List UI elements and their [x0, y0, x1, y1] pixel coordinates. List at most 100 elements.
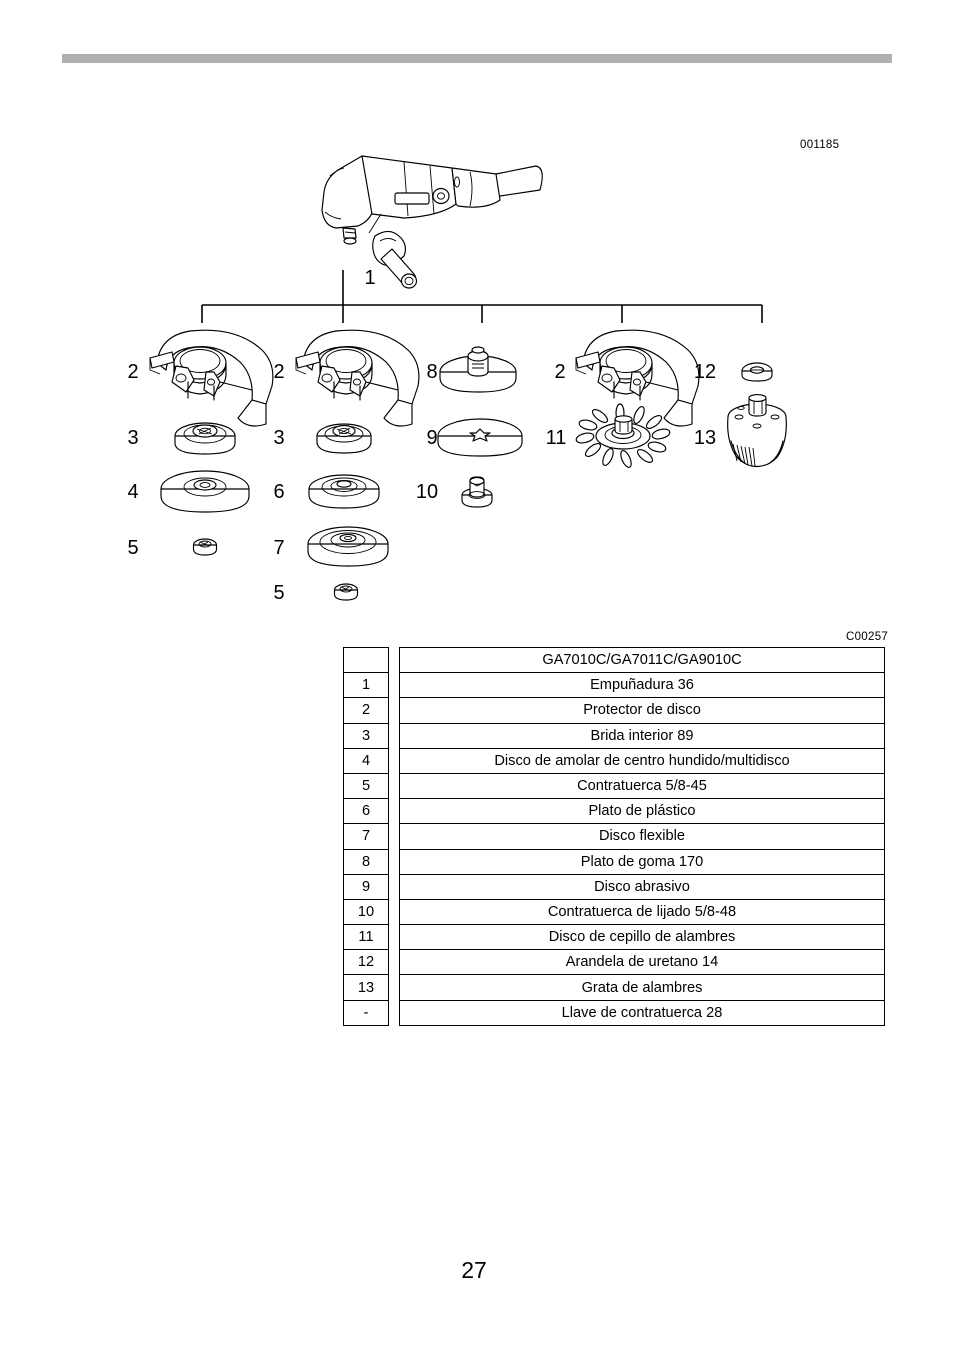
diagram-svg: .ln { fill:none; stroke:#000; stroke-wid… — [149, 155, 787, 601]
table-reference-code: C00257 — [846, 631, 889, 643]
header-model-cell: GA7010C/GA7011C/GA9010C — [399, 646, 885, 674]
header-rule — [62, 54, 892, 63]
table-header-row: GA7010C/GA7011C/GA9010C — [343, 646, 885, 674]
row-number: 10 — [343, 898, 389, 926]
table-spacer-cell — [388, 924, 400, 950]
callout-12-urethane-washer: 12 — [693, 361, 717, 383]
table-row: 4 Disco de amolar de centro hundido/mult… — [343, 747, 885, 774]
callout-5-lock-nut-b: 5 — [273, 582, 285, 604]
table-spacer-cell — [388, 949, 400, 975]
table-row: 8 Plato de goma 170 — [343, 848, 885, 875]
row-number: - — [343, 999, 389, 1026]
row-label: Empuñadura 36 — [399, 672, 885, 699]
table-spacer-cell — [388, 798, 400, 824]
part-wire-wheel-brush — [575, 403, 671, 468]
header-number-cell — [343, 646, 389, 674]
row-label: Contratuerca de lijado 5/8-48 — [399, 898, 885, 926]
callout-4-grinding-wheel: 4 — [127, 481, 139, 503]
part-flexible-disc — [307, 526, 389, 567]
parts-column-cup-brush — [727, 362, 787, 468]
row-label: Contratuerca 5/8-45 — [399, 772, 885, 800]
row-number: 6 — [343, 798, 389, 825]
row-label: Llave de contratuerca 28 — [399, 999, 885, 1026]
callout-11-wire-wheel: 11 — [545, 427, 567, 449]
parts-column-wire-wheel — [575, 329, 700, 468]
table-row: 7 Disco flexible — [343, 823, 885, 850]
parts-column-sanding — [437, 346, 523, 508]
row-number: 4 — [343, 747, 389, 774]
row-label: Brida interior 89 — [399, 722, 885, 749]
callout-10-sanding-lock-nut: 10 — [415, 481, 439, 503]
callout-2-guard-c: 2 — [554, 361, 566, 383]
table-row: 1 Empuñadura 36 — [343, 672, 885, 699]
part-inner-flange-b — [316, 423, 372, 454]
part-lock-nut-b — [333, 583, 359, 601]
row-number: 13 — [343, 974, 389, 1001]
row-label: Disco de amolar de centro hundido/multid… — [399, 747, 885, 774]
table-row: 2 Protector de disco — [343, 697, 885, 724]
part-plastic-pad — [308, 474, 380, 509]
row-number: 8 — [343, 848, 389, 875]
table-spacer-cell — [388, 974, 400, 1001]
angle-grinder-illustration — [321, 155, 543, 289]
row-label: Disco flexible — [399, 823, 885, 850]
row-label: Plato de plástico — [399, 798, 885, 825]
table-spacer-cell — [388, 723, 400, 749]
table-spacer-cell — [388, 899, 400, 925]
table-spacer-cell — [388, 874, 400, 900]
row-label: Disco de cepillo de alambres — [399, 924, 885, 951]
table-row: 5 Contratuerca 5/8-45 — [343, 772, 885, 800]
row-number: 2 — [343, 697, 389, 724]
row-number: 11 — [343, 924, 389, 951]
table-spacer-cell — [388, 823, 400, 849]
row-label: Disco abrasivo — [399, 873, 885, 900]
part-wire-cup-brush — [727, 394, 787, 468]
parts-list-body: GA7010C/GA7011C/GA9010C 1 Empuñadura 36 … — [343, 646, 885, 1026]
part-disc-guard-a — [149, 329, 274, 427]
row-label: Grata de alambres — [399, 974, 885, 1001]
parts-column-flexible-disc — [295, 329, 420, 601]
row-label: Arandela de uretano 14 — [399, 949, 885, 976]
part-lock-nut-a — [192, 538, 218, 556]
table-row: 12 Arandela de uretano 14 — [343, 949, 885, 976]
table-spacer-cell — [388, 748, 400, 774]
callout-9-abrasive-disc: 9 — [426, 427, 438, 449]
row-number: 3 — [343, 722, 389, 749]
exploded-parts-diagram: .ln { fill:none; stroke:#000; stroke-wid… — [0, 0, 954, 640]
table-row: 9 Disco abrasivo — [343, 873, 885, 900]
part-abrasive-disc — [437, 418, 523, 457]
table-row: 6 Plato de plástico — [343, 798, 885, 825]
part-inner-flange-a — [174, 422, 236, 455]
table-spacer-cell — [388, 672, 400, 698]
table-row: 13 Grata de alambres — [343, 974, 885, 1001]
table-row: 10 Contratuerca de lijado 5/8-48 — [343, 898, 885, 926]
table-row: 3 Brida interior 89 — [343, 722, 885, 749]
part-disc-guard-c — [575, 329, 700, 427]
row-number: 9 — [343, 873, 389, 900]
callout-13-wire-cup-brush: 13 — [693, 427, 717, 449]
page-number-value: 27 — [461, 1257, 487, 1283]
row-number: 12 — [343, 949, 389, 976]
part-rubber-pad — [439, 346, 517, 393]
part-grinding-wheel — [160, 470, 250, 513]
table-spacer-cell — [388, 697, 400, 724]
table-spacer-cell — [388, 849, 400, 875]
row-label: Plato de goma 170 — [399, 848, 885, 875]
part-urethane-washer — [741, 362, 773, 382]
table-spacer-cell — [388, 1000, 400, 1026]
page-number: 27 — [0, 1257, 954, 1284]
table-row: - Llave de contratuerca 28 — [343, 999, 885, 1026]
callout-2-guard-b: 2 — [273, 361, 285, 383]
tree-connector — [201, 270, 763, 323]
callout-1-handle: 1 — [364, 267, 376, 289]
parts-column-grinding-wheel — [149, 329, 274, 556]
table-row: 11 Disco de cepillo de alambres — [343, 924, 885, 951]
row-label: Protector de disco — [399, 697, 885, 724]
table-spacer-cell — [388, 647, 400, 673]
callout-3-inner-flange-a: 3 — [127, 427, 139, 449]
callout-7-flexible-disc: 7 — [273, 537, 285, 559]
row-number: 5 — [343, 772, 389, 800]
callout-2-guard-a: 2 — [127, 361, 139, 383]
parts-list-table: GA7010C/GA7011C/GA9010C 1 Empuñadura 36 … — [343, 646, 885, 1026]
callout-6-plastic-pad: 6 — [273, 481, 285, 503]
